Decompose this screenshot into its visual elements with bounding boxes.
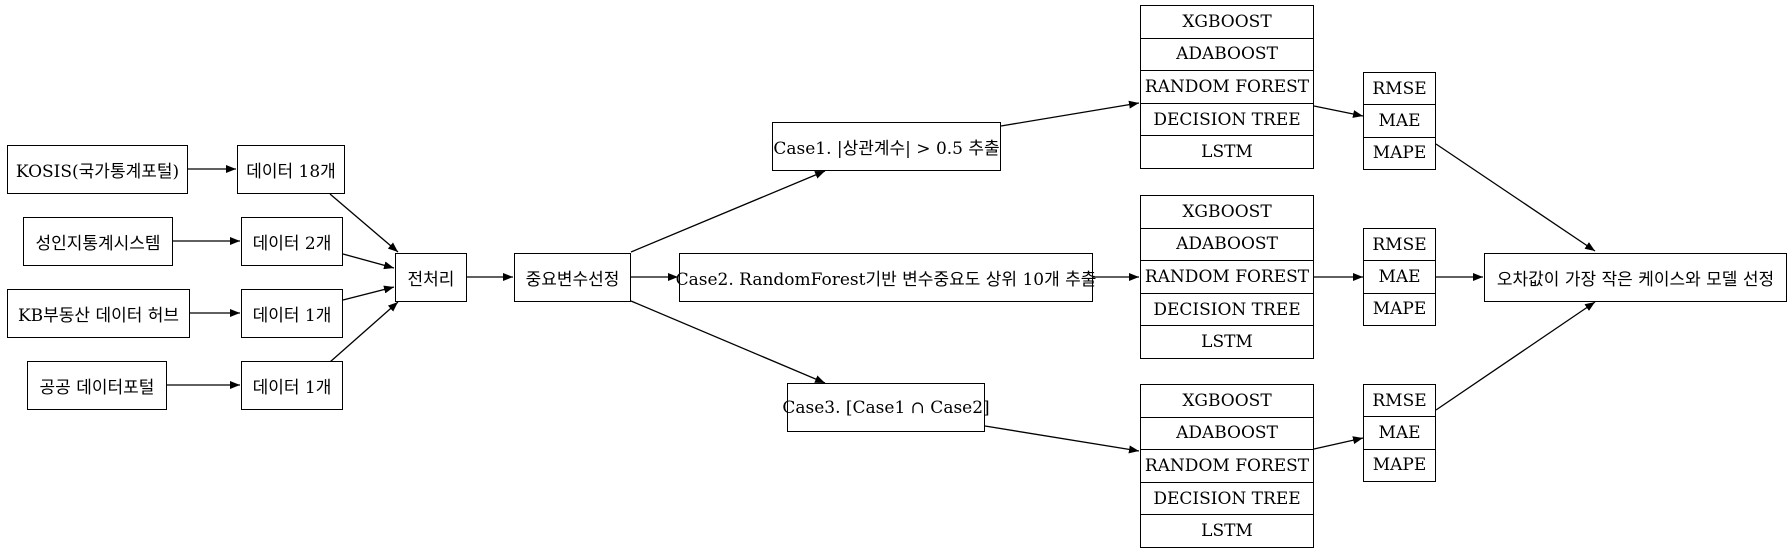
preprocess-node: 전처리: [395, 253, 467, 302]
model-cell: DECISION TREE: [1141, 102, 1313, 136]
models-table-case3: XGBOOST ADABOOST RANDOM FOREST DECISION …: [1140, 384, 1314, 548]
model-cell: RANDOM FOREST: [1141, 260, 1313, 293]
feature-selection-node: 중요변수선정: [514, 253, 631, 302]
source-node-public-data: 공공 데이터포털: [27, 361, 167, 410]
edge-metrics1-final: [1435, 143, 1596, 252]
edge-data1-preprocess: [329, 193, 399, 253]
final-selection-node: 오차값이 가장 작은 케이스와 모델 선정: [1484, 253, 1787, 302]
model-cell: LSTM: [1141, 325, 1313, 358]
edge-metrics3-final: [1435, 301, 1596, 411]
model-cell: XGBOOST: [1182, 201, 1272, 222]
edge-models3-metrics3: [1313, 436, 1364, 450]
data-count-node-1: 데이터 18개: [237, 145, 345, 194]
model-cell: DECISION TREE: [1141, 481, 1313, 515]
source-node-gender-stats: 성인지통계시스템: [23, 217, 173, 266]
data-count-node-4: 데이터 1개: [241, 361, 343, 410]
data-count-node-3: 데이터 1개: [241, 289, 343, 338]
edge-selection-case1: [630, 170, 826, 253]
source-node-kosis: KOSIS(국가통계포털): [7, 145, 188, 194]
case1-node: Case1. |상관계수| > 0.5 추출: [772, 122, 1001, 171]
model-cell: RANDOM FOREST: [1141, 449, 1313, 482]
model-cell: ADABOOST: [1141, 37, 1313, 71]
model-cell: LSTM: [1141, 514, 1313, 547]
model-cell: RANDOM FOREST: [1141, 70, 1313, 103]
edge-case1-models: [1000, 100, 1140, 127]
metric-cell: MAE: [1364, 416, 1435, 448]
case3-node: Case3. [Case1 ∩ Case2]: [782, 383, 990, 432]
edge-selection-case3: [630, 300, 826, 384]
metrics-table-case1: RMSE MAE MAPE: [1363, 72, 1436, 170]
metrics-table-case2: RMSE MAE MAPE: [1363, 228, 1436, 326]
metrics-table-case3: RMSE MAE MAPE: [1363, 384, 1436, 482]
edge-models1-metrics1: [1313, 105, 1364, 118]
model-cell: ADABOOST: [1141, 416, 1313, 450]
model-cell: ADABOOST: [1141, 227, 1313, 261]
model-cell: XGBOOST: [1182, 11, 1272, 32]
edge-data4-preprocess: [329, 301, 399, 363]
metric-cell: MAPE: [1364, 136, 1435, 169]
model-cell: LSTM: [1141, 135, 1313, 168]
source-node-kb-realestate: KB부동산 데이터 허브: [7, 289, 190, 338]
edge-data2-preprocess: [342, 253, 395, 270]
model-cell: XGBOOST: [1182, 390, 1272, 411]
metric-cell: RMSE: [1372, 390, 1427, 411]
metric-cell: RMSE: [1372, 234, 1427, 255]
metric-cell: MAPE: [1364, 448, 1435, 481]
metric-cell: MAE: [1364, 260, 1435, 292]
edge-data3-preprocess: [342, 285, 395, 301]
data-count-node-2: 데이터 2개: [241, 217, 343, 266]
case2-node: Case2. RandomForest기반 변수중요도 상위 10개 추출: [676, 253, 1096, 302]
metric-cell: MAE: [1364, 104, 1435, 136]
metric-cell: MAPE: [1364, 292, 1435, 325]
edge-case3-models: [984, 425, 1140, 454]
model-cell: DECISION TREE: [1141, 292, 1313, 326]
models-table-case1: XGBOOST ADABOOST RANDOM FOREST DECISION …: [1140, 5, 1314, 169]
models-table-case2: XGBOOST ADABOOST RANDOM FOREST DECISION …: [1140, 195, 1314, 359]
metric-cell: RMSE: [1372, 78, 1427, 99]
